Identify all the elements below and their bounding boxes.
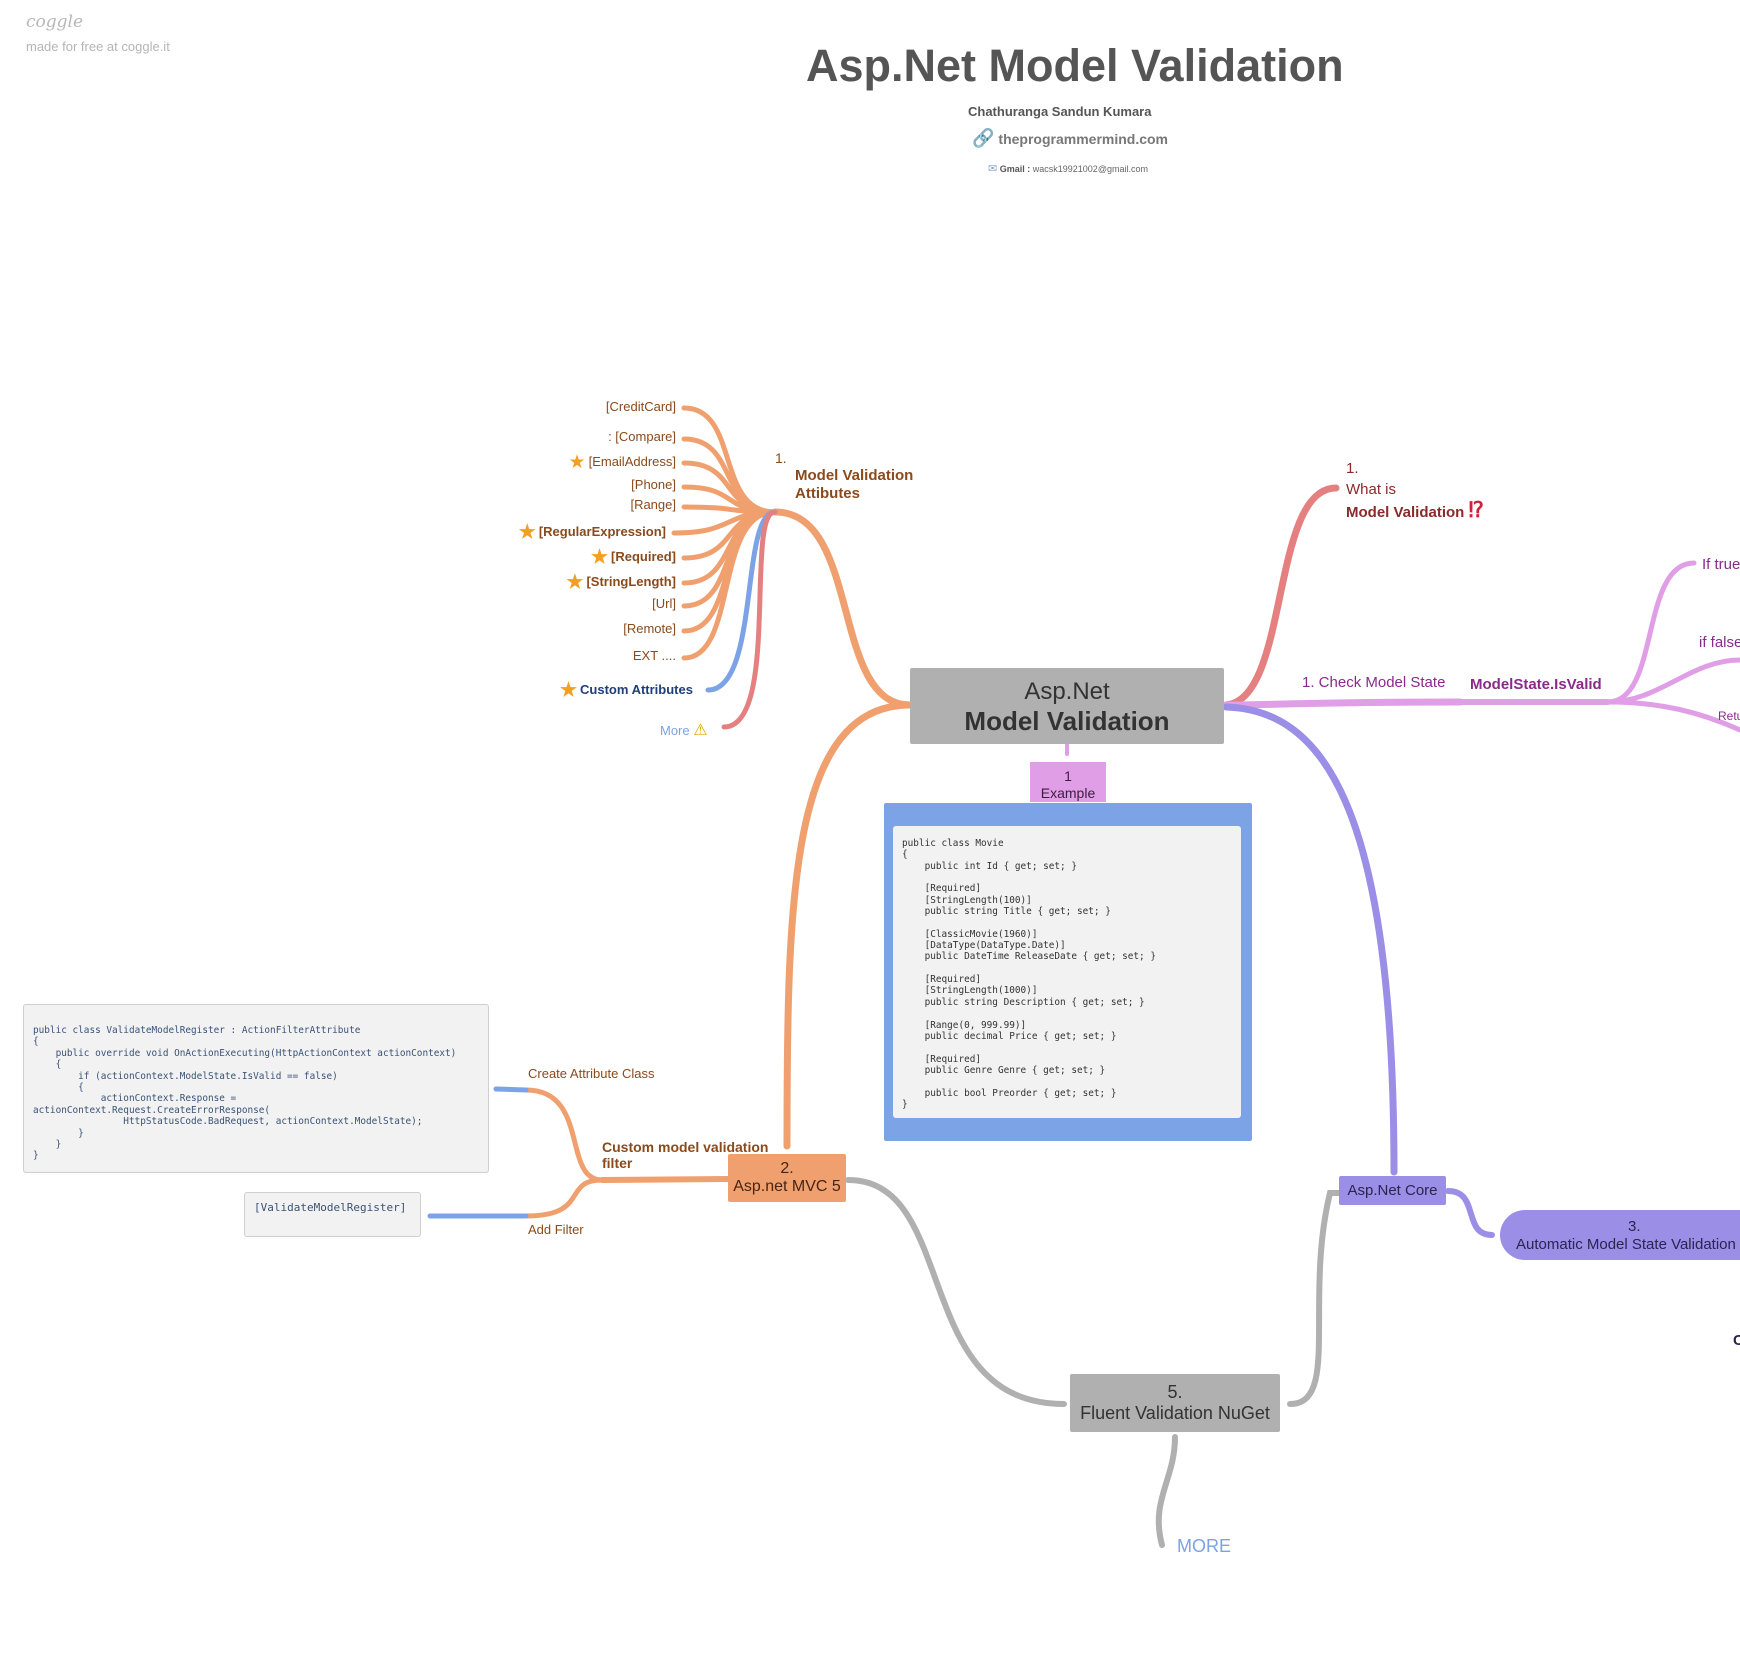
link-icon: 🔗 (972, 128, 995, 148)
gmail-address: wacsk19921002@gmail.com (1032, 164, 1148, 174)
attribute-item[interactable]: : [Compare] (608, 429, 676, 444)
fluent-validation-node[interactable]: 5.Fluent Validation NuGet (1070, 1374, 1280, 1432)
envelope-icon: ✉ (988, 163, 998, 175)
attribute-label: [Range] (630, 497, 676, 512)
attribute-label: [Required] (611, 549, 676, 564)
author-name: Chathuranga Sandun Kumara (968, 104, 1152, 119)
create-attribute-class[interactable]: Create Attribute Class (528, 1066, 655, 1081)
filter-code: public class ValidateModelRegister : Act… (33, 1025, 457, 1162)
attribute-item[interactable]: ★[RegularExpression] (519, 523, 666, 542)
attribute-item[interactable]: EXT .... (633, 648, 676, 663)
attribute-label: : [Compare] (608, 429, 676, 444)
star-icon: ★ (566, 572, 584, 593)
coggle-tagline[interactable]: made for free at coggle.it (26, 39, 170, 54)
attribute-item[interactable]: ★[StringLength] (566, 573, 676, 592)
page-title: Asp.Net Model Validation (806, 40, 1344, 91)
return-branch[interactable]: Retu (1718, 709, 1740, 723)
custom-attributes[interactable]: ★Custom Attributes (560, 680, 693, 701)
example-code: public class Movie { public int Id { get… (902, 838, 1156, 1110)
attribute-item[interactable]: [Url] (652, 596, 676, 611)
more-link[interactable]: MORE (1177, 1536, 1231, 1556)
attribute-item[interactable]: [Range] (630, 497, 676, 512)
attributes-number: 1. (775, 450, 787, 466)
attribute-label: [Phone] (631, 477, 676, 492)
star-icon: ★ (560, 680, 578, 701)
attribute-label: [RegularExpression] (538, 524, 666, 539)
example-code-block: public class Movie { public int Id { get… (884, 803, 1252, 1141)
star-icon: ★ (568, 452, 586, 473)
filter-attribute-block: [ValidateModelRegister] (244, 1192, 421, 1237)
website-link[interactable]: 🔗theprogrammermind.com (972, 128, 1169, 148)
asp-net-core-node[interactable]: Asp.Net Core (1339, 1176, 1446, 1205)
attribute-label: [Remote] (623, 621, 676, 636)
attribute-label: [StringLength] (586, 574, 676, 589)
filter-attribute-code: [ValidateModelRegister] (254, 1201, 407, 1214)
filter-code-block: public class ValidateModelRegister : Act… (23, 1004, 489, 1173)
what-is-node[interactable]: 1. What is Model Validation ⁉ (1346, 460, 1484, 522)
offscreen-node-fragment[interactable]: C (1733, 1332, 1740, 1349)
attribute-label: EXT .... (632, 648, 676, 663)
coggle-logo[interactable]: coggle (26, 12, 84, 32)
attribute-label: [EmailAddress] (588, 454, 676, 469)
attribute-label: [Url] (652, 596, 676, 611)
attribute-label: [CreditCard] (605, 399, 676, 414)
attribute-item[interactable]: [Phone] (631, 477, 676, 492)
modelstate-isvalid[interactable]: ModelState.IsValid (1470, 676, 1602, 693)
warning-icon: ⚠ (693, 722, 708, 739)
if-false-branch[interactable]: if false (1699, 634, 1740, 651)
exclamation-question-icon: ⁉ (1468, 499, 1484, 522)
attribute-item[interactable]: [Remote] (623, 621, 676, 636)
attribute-item[interactable]: ★[EmailAddress] (569, 453, 676, 472)
gmail-line: ✉ Gmail : wacsk19921002@gmail.com (988, 163, 1148, 175)
star-icon: ★ (518, 522, 536, 543)
central-node[interactable]: Asp.Net Model Validation (910, 668, 1224, 744)
check-model-state[interactable]: 1. Check Model State (1302, 674, 1446, 691)
attribute-item[interactable]: ★[Required] (591, 548, 676, 567)
more-attributes[interactable]: More ⚠ (660, 722, 708, 739)
attribute-item[interactable]: [CreditCard] (606, 399, 676, 414)
mvc5-node[interactable]: 2.Asp.net MVC 5 (728, 1154, 846, 1202)
automatic-validation-node[interactable]: 3.Automatic Model State Validation (1500, 1210, 1740, 1260)
star-icon: ★ (590, 547, 608, 568)
if-true-branch[interactable]: If true (1702, 556, 1740, 573)
add-filter[interactable]: Add Filter (528, 1222, 584, 1237)
